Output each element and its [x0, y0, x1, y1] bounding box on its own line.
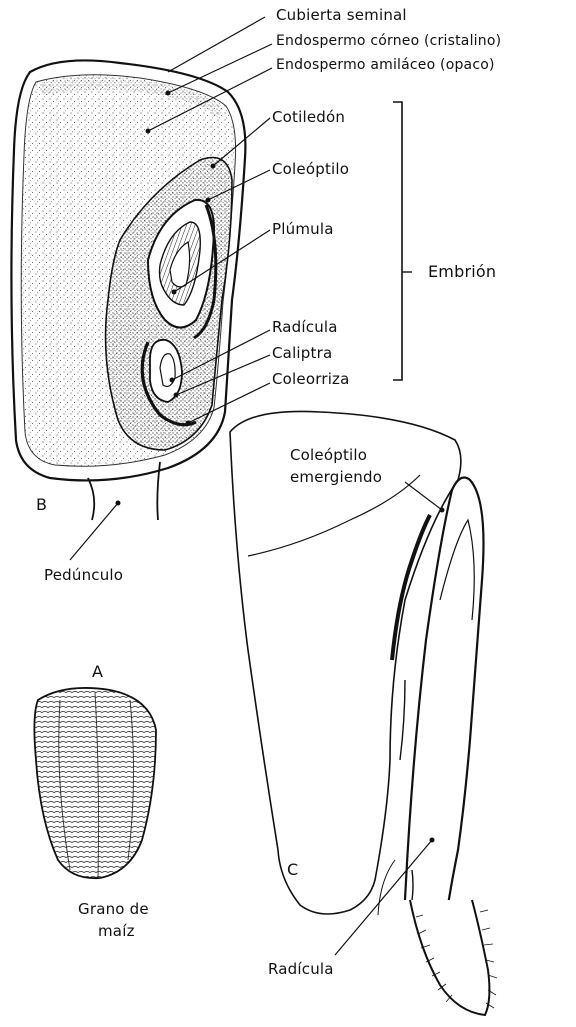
panel-label-b: B	[36, 497, 47, 513]
label-plumula: Plúmula	[272, 222, 334, 237]
label-grano-line2: maíz	[98, 924, 135, 939]
germinating-seed-c	[230, 411, 497, 1015]
label-pedunculo: Pedúnculo	[44, 568, 123, 583]
label-endospermo-corneo: Endospermo córneo (cristalino)	[276, 34, 501, 48]
peduncle-outline	[88, 478, 94, 520]
label-cubierta-seminal: Cubierta seminal	[276, 8, 407, 23]
label-embrion: Embrión	[428, 264, 496, 280]
label-caliptra: Caliptra	[272, 346, 332, 361]
label-coleoptilo-emergiendo-line2: emergiendo	[290, 470, 382, 485]
label-endospermo-amilaceo: Endospermo amiláceo (opaco)	[276, 58, 495, 72]
label-coleorriza: Coleorriza	[272, 372, 350, 387]
label-coleoptilo: Coleóptilo	[272, 162, 349, 177]
label-grano-line1: Grano de	[78, 902, 149, 917]
label-radicula-c: Radícula	[268, 962, 334, 977]
kernel-outline	[34, 688, 156, 878]
label-cotiledon: Cotiledón	[272, 110, 345, 125]
radicle-outline	[150, 340, 182, 402]
whole-kernel-a	[34, 688, 156, 878]
embryo-bracket	[393, 102, 402, 380]
panel-label-c: C	[287, 862, 298, 878]
label-coleoptilo-emergiendo-line1: Coleóptilo	[290, 448, 367, 463]
label-radicula: Radícula	[272, 320, 338, 335]
panel-label-a: A	[92, 664, 103, 680]
